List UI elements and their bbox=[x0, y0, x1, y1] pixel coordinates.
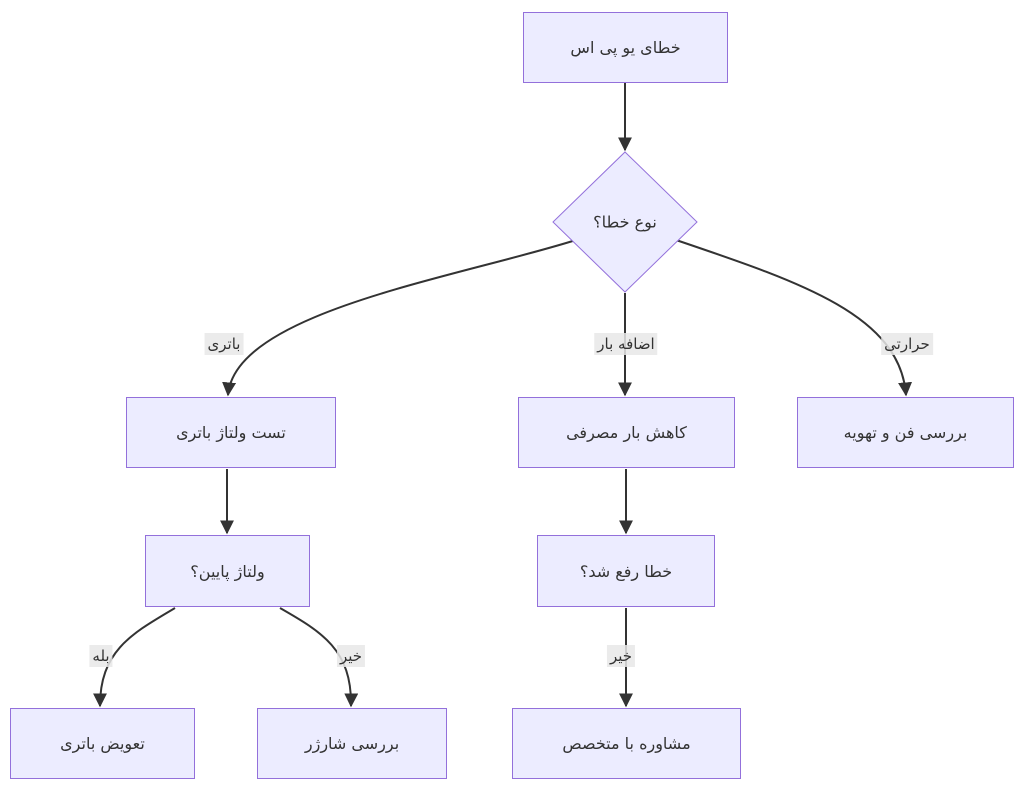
edge-label-thermal: حرارتی bbox=[881, 333, 933, 355]
node-replace-battery: تعویض باتری bbox=[10, 708, 195, 779]
edge-label-no-middle: خیر bbox=[606, 645, 636, 667]
edge-label-no-left: خیر bbox=[336, 645, 366, 667]
node-low-voltage: ولتاژ پایین؟ bbox=[145, 535, 310, 607]
edge-label-battery: باتری bbox=[204, 333, 244, 355]
edge-error-type-to-check-fan bbox=[675, 239, 913, 397]
node-check-fan: بررسی فن و تهویه bbox=[797, 397, 1014, 468]
edge-low-voltage-to-replace-battery bbox=[93, 607, 176, 708]
node-check-charger: بررسی شارژر bbox=[257, 708, 447, 779]
node-battery-test: تست ولتاژ باتری bbox=[126, 397, 336, 468]
edge-error-type-to-battery-test bbox=[222, 239, 577, 397]
node-error-type-shape bbox=[552, 151, 698, 293]
edge-low-voltage-to-check-charger bbox=[279, 607, 359, 708]
node-reduce-load: کاهش بار مصرفی bbox=[518, 397, 735, 468]
edge-label-overload: اضافه بار bbox=[594, 333, 658, 355]
node-consult-expert: مشاوره با متخصص bbox=[512, 708, 741, 779]
node-error-fixed: خطا رفع شد؟ bbox=[537, 535, 715, 607]
node-ups-error: خطای یو پی اس bbox=[523, 12, 728, 83]
edge-label-yes: بله bbox=[89, 645, 113, 667]
node-error-type-label: نوع خطا؟ bbox=[593, 212, 657, 232]
